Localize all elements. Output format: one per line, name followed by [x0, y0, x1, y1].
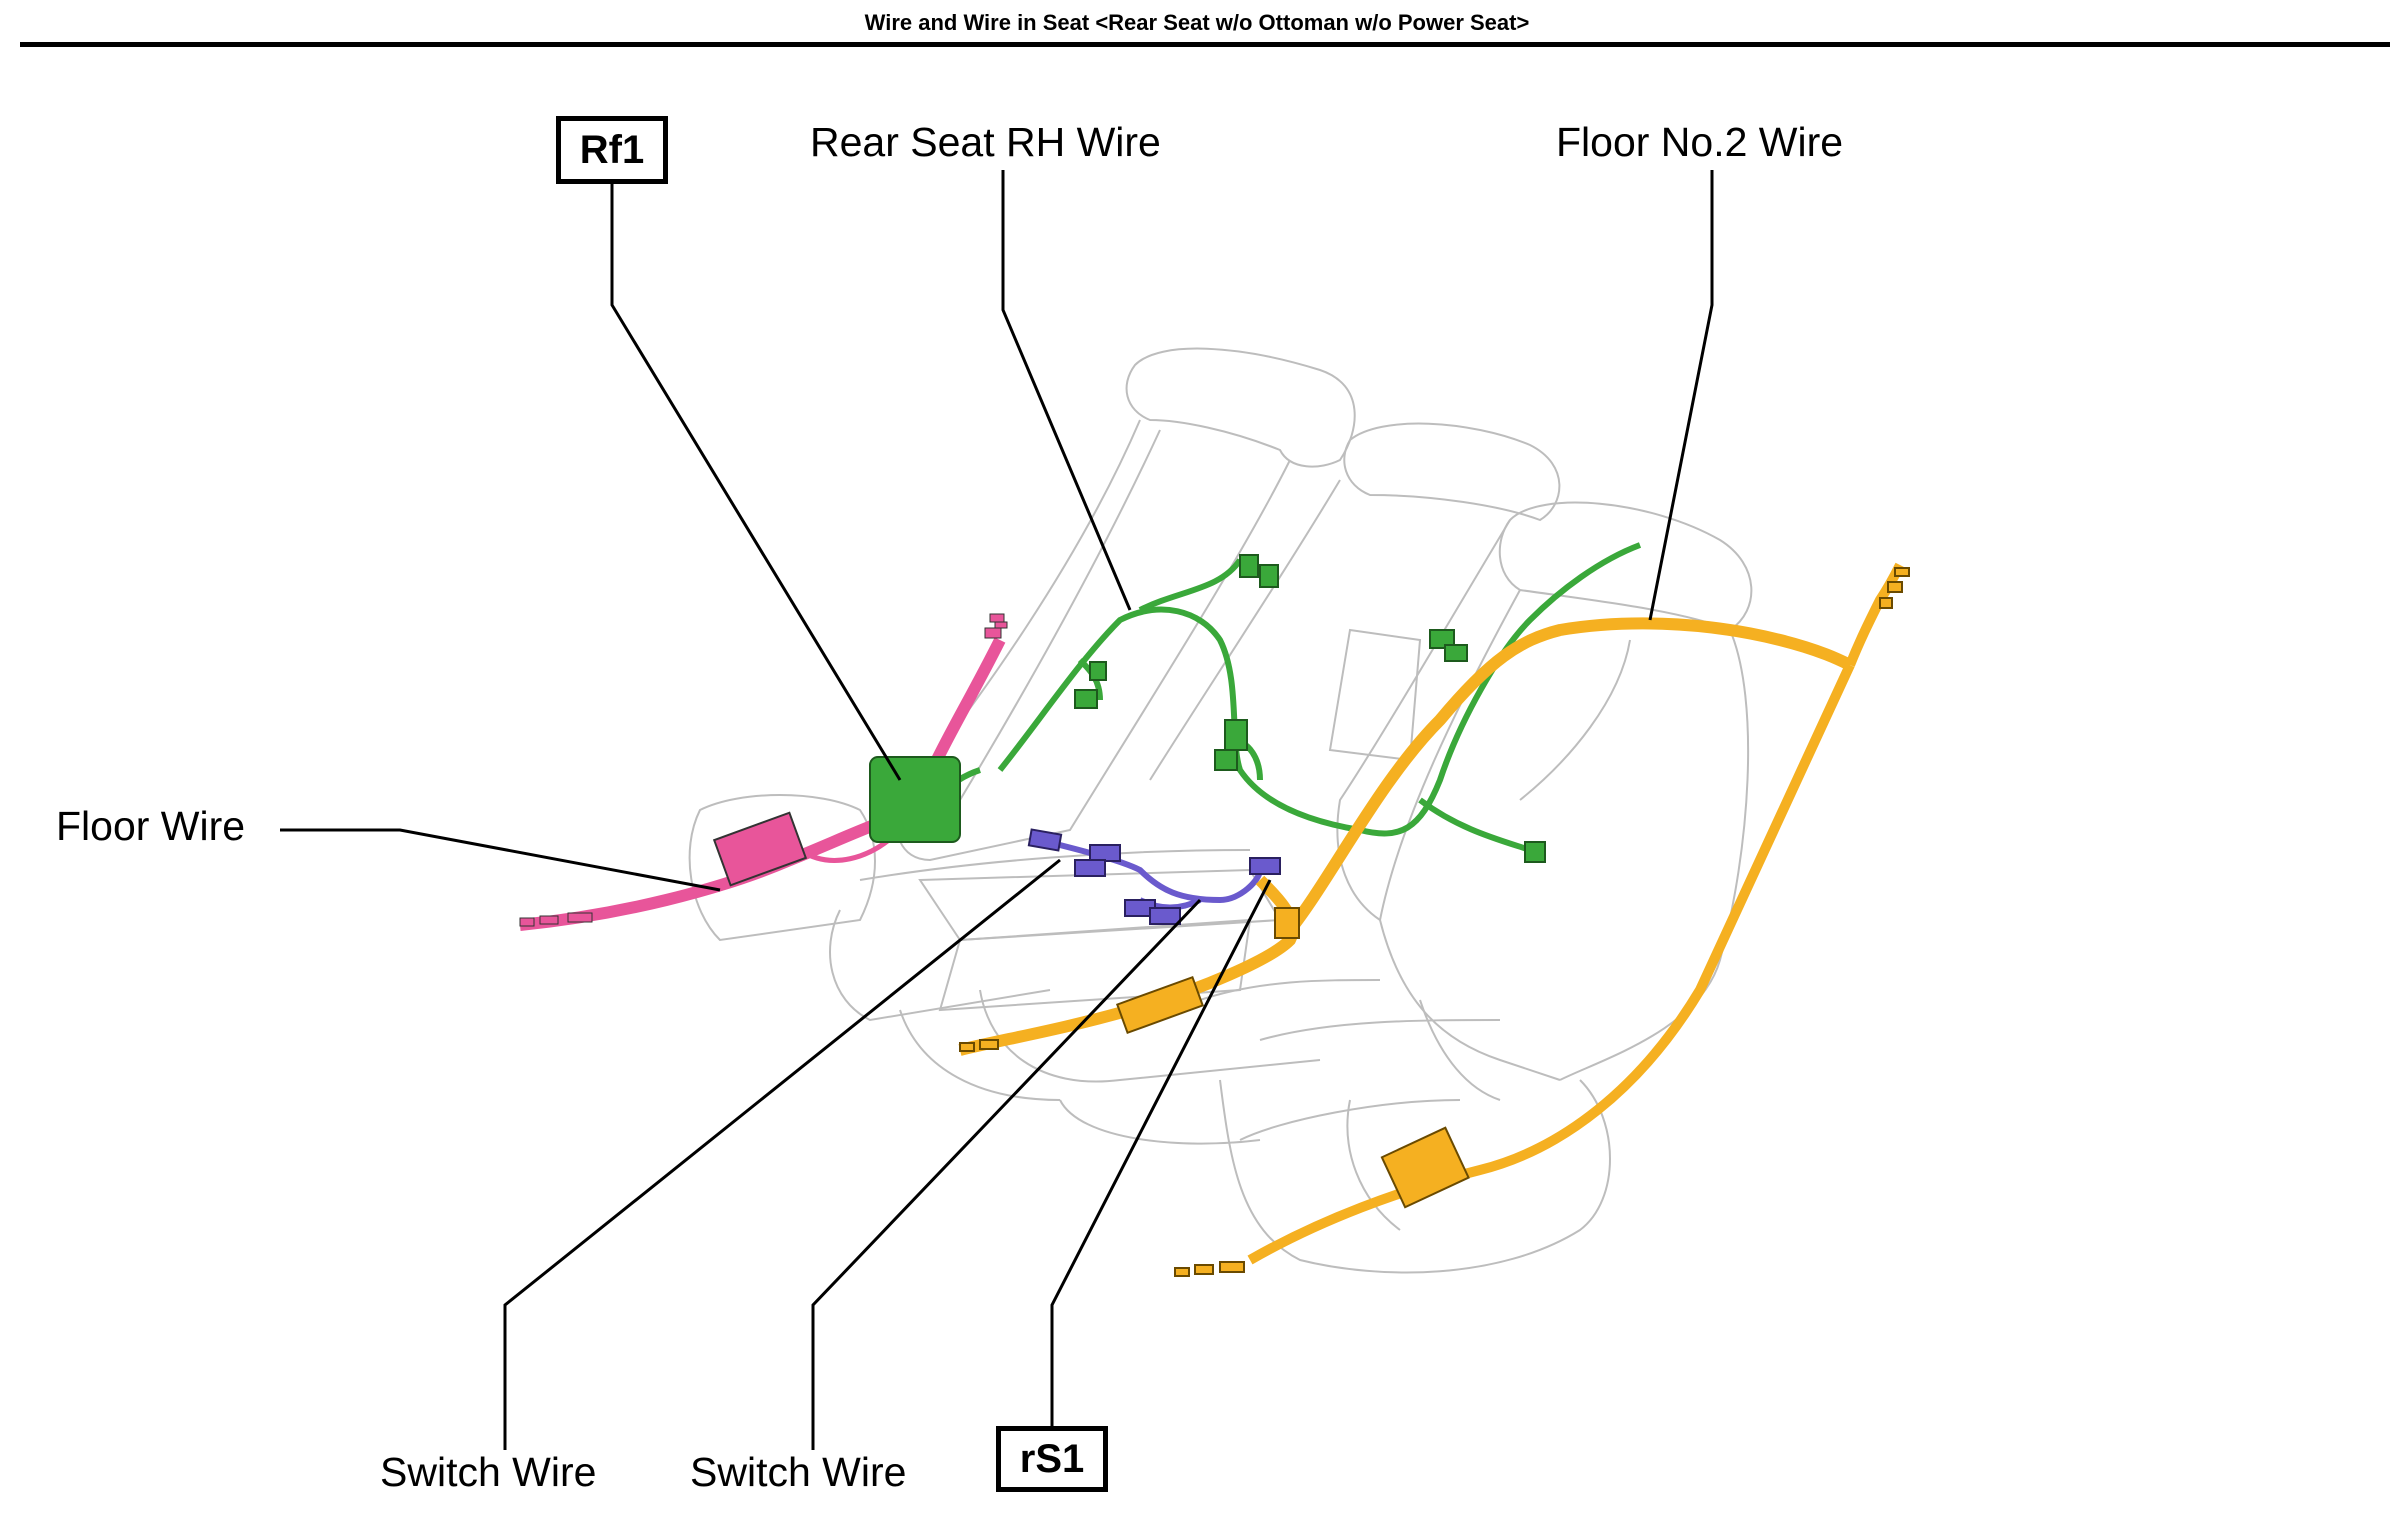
switch-wire-label-2: Switch Wire — [690, 1449, 907, 1495]
switch-wire-harness — [1027, 828, 1281, 925]
seat-outline — [688, 347, 1753, 1274]
green-connectors — [869, 554, 1546, 863]
leader-lines — [280, 170, 1714, 1450]
switch-wire-label-1: Switch Wire — [380, 1449, 597, 1495]
title-rule — [20, 42, 2390, 47]
floor-wire-label: Floor Wire — [56, 803, 246, 849]
connector-rf1-label: Rf1 — [556, 116, 668, 184]
rear-seat-rh-wire-label: Rear Seat RH Wire — [810, 119, 1161, 165]
diagram-title: Wire and Wire in Seat <Rear Seat w/o Ott… — [864, 10, 1530, 35]
orange-connectors — [959, 567, 1910, 1277]
floor-no2-wire-label: Floor No.2 Wire — [1556, 119, 1844, 165]
connector-rs1-label: rS1 — [996, 1426, 1108, 1492]
